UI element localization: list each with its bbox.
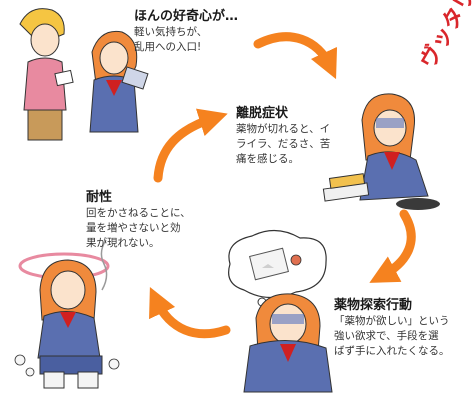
stage-title: 耐性 xyxy=(86,190,113,205)
stage-text-line: 痛を感じる。 xyxy=(236,153,299,165)
stage-seeking: 薬物探索行動 「薬物が欲しい」という 強い欲求で、手段を選 ばず手に入れたくなる… xyxy=(334,298,450,359)
stage-text-line: 「薬物が欲しい」という xyxy=(334,315,450,327)
stage-title: 離脱症状 xyxy=(236,106,289,121)
stage-title: 薬物探索行動 xyxy=(334,298,413,313)
stage-text-line: 強い欲求で、手段を選 xyxy=(334,330,439,342)
stage-text-line: 乱用への入口! xyxy=(134,41,202,53)
stage-text-line: 回をかさねることに、 xyxy=(86,207,191,219)
stage-tolerance: 耐性 回をかさねることに、 量を増やさないと効 果が現れない。 xyxy=(86,190,191,251)
curiosity-illustration xyxy=(19,8,149,141)
arrow-tolerance-to-withdrawal xyxy=(153,108,228,183)
stage-text-line: 量を増やさないと効 xyxy=(86,222,181,234)
stage-text-line: ばず手に入れたくなる。 xyxy=(334,345,450,357)
stage-text-line: 軽い気持ちが、 xyxy=(134,26,208,38)
stage-text-line: 薬物が切れると、イ xyxy=(236,123,331,135)
seeking-illustration xyxy=(228,229,333,393)
arrow-seeking-to-tolerance xyxy=(149,286,231,339)
tolerance-illustration xyxy=(14,239,120,389)
arrow-curiosity-to-withdrawal xyxy=(253,32,338,80)
sfx-text: ヴッタリ xyxy=(415,0,472,73)
stage-curiosity: ほんの好奇心が… 軽い気持ちが、 乱用への入口! xyxy=(134,9,238,55)
stage-text-line: 果が現れない。 xyxy=(86,237,160,249)
stage-text-line: ライラ、だるさ、苦 xyxy=(236,138,331,150)
arrow-withdrawal-to-seeking xyxy=(369,209,416,283)
stage-title: ほんの好奇心が… xyxy=(134,9,239,24)
stage-withdrawal: 離脱症状 薬物が切れると、イ ライラ、だるさ、苦 痛を感じる。 xyxy=(236,106,330,167)
cycle-arrows xyxy=(149,32,416,339)
withdrawal-illustration xyxy=(322,93,440,210)
